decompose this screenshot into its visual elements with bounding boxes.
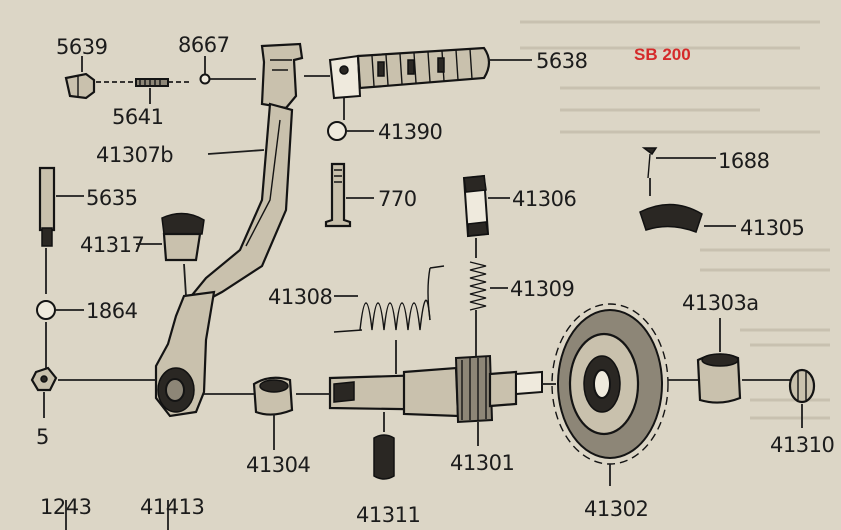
label-41302: 41302: [584, 497, 648, 521]
label-41413: 41413: [140, 495, 204, 519]
label-41390: 41390: [378, 120, 442, 144]
label-41301: 41301: [450, 451, 514, 475]
label-5641: 5641: [112, 105, 163, 129]
model-tag: SB 200: [634, 45, 691, 64]
part-1688-screw: [641, 147, 658, 179]
part-41305-rubber-pad: [639, 203, 703, 233]
label-5635: 5635: [86, 186, 137, 210]
part-41301-kickstart-shaft: [328, 354, 543, 424]
part-41390-washer: [327, 121, 347, 141]
label-41308: 41308: [268, 285, 332, 309]
label-1243: 1243: [40, 495, 91, 519]
part-1864-washer: [36, 300, 56, 320]
part-41309-spring: [469, 261, 487, 311]
part-5641-screw: [96, 78, 190, 87]
part-41311-pin: [373, 434, 395, 480]
part-41306-plunger: [462, 174, 490, 238]
part-5635-stud: [38, 166, 56, 247]
part-5639-nut: [64, 72, 96, 100]
part-41303a-cap: [696, 353, 742, 404]
part-770-bolt: [324, 162, 352, 228]
label-41317: 41317: [80, 233, 144, 257]
part-41317-cap: [161, 212, 205, 262]
label-41306: 41306: [512, 187, 576, 211]
label-5638: 5638: [536, 49, 587, 73]
label-1864: 1864: [86, 299, 138, 323]
label-5639: 5639: [56, 35, 107, 59]
label-41307b: 41307b: [96, 143, 173, 167]
part-41308-torsion-spring: [333, 265, 445, 333]
part-5638-kick-rubber: [328, 46, 491, 100]
label-41303a: 41303a: [682, 291, 759, 315]
part-41310-disc: [788, 368, 816, 404]
label-41304: 41304: [246, 453, 310, 477]
label-41305: 41305: [740, 216, 804, 240]
background-text-texture: [520, 20, 830, 420]
part-labels: 5639 8667 5641 5638 41390 41307b 1688 56…: [36, 33, 835, 527]
part-41304-bush: [252, 376, 294, 416]
label-41311: 41311: [356, 503, 420, 527]
label-1688: 1688: [718, 149, 769, 173]
label-770: 770: [378, 187, 417, 211]
label-41309: 41309: [510, 277, 574, 301]
part-5-nut: [30, 366, 58, 392]
label-8667: 8667: [178, 33, 229, 57]
label-5: 5: [36, 425, 49, 449]
part-41307b-kick-arm: [154, 42, 304, 418]
label-41310: 41310: [770, 433, 834, 457]
part-8667-washer: [199, 73, 211, 85]
part-41302-ratchet-gear: [551, 303, 669, 465]
